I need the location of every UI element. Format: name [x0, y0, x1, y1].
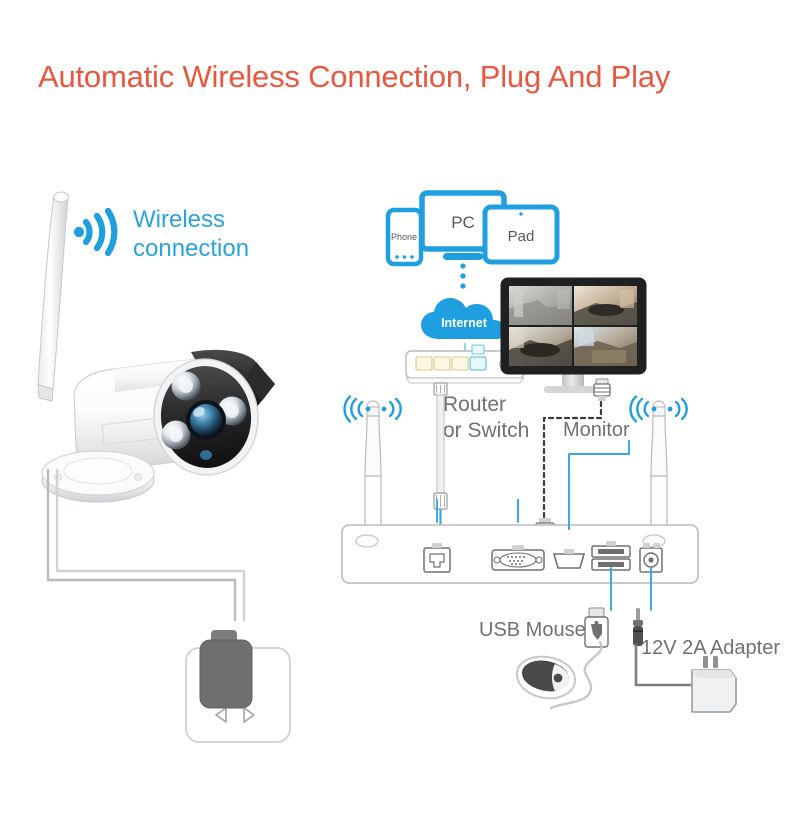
hdmi-port	[552, 549, 586, 569]
page-title: Automatic Wireless Connection, Plug And …	[38, 59, 671, 94]
router-or-switch-device	[404, 344, 526, 387]
lan-rj45-port	[423, 543, 451, 573]
vga-port	[491, 545, 545, 571]
outlet-arrow-markings	[215, 707, 255, 723]
camera-power-cable	[30, 465, 290, 655]
router-label: Router or Switch	[443, 393, 530, 442]
power-adapter-cable	[630, 643, 730, 701]
pad-label: Pad	[508, 228, 535, 245]
cctv-monitor	[500, 277, 650, 403]
wireless-nvr-recorder	[340, 522, 700, 588]
internet-label: Internet	[441, 316, 488, 330]
monitor-vga-cable	[534, 400, 614, 535]
power-adapter-label: 12V 2A Adapter	[641, 637, 781, 659]
dc-barrel-plug	[627, 608, 649, 648]
antenna-right-signal-icon	[626, 395, 698, 423]
power-adapter-brick	[686, 656, 750, 718]
internet-cloud: Internet	[419, 295, 511, 345]
nvr-port-guide-lines	[340, 499, 700, 620]
pc-label: PC	[451, 213, 475, 232]
usb-connector	[580, 607, 614, 650]
antenna-left-signal-icon	[340, 395, 412, 423]
monitor-vga-connector	[592, 378, 612, 402]
wireless-connection-label: Wireless connection	[133, 206, 250, 262]
client-devices-group: PC Phone Pad	[385, 190, 560, 275]
usb-mouse-label: USB Mouse	[479, 619, 586, 641]
phone-label: Phone	[391, 232, 417, 242]
hdmi-blue-route	[566, 440, 632, 522]
usb-port	[591, 541, 631, 571]
wireless-bullet-camera	[10, 180, 310, 510]
usb-mouse	[505, 640, 625, 718]
wireless-signal-icon	[70, 188, 140, 258]
wall-power-outlet	[178, 612, 308, 743]
devices-to-cloud-link	[455, 262, 471, 296]
monitor-label: Monitor	[563, 419, 630, 441]
